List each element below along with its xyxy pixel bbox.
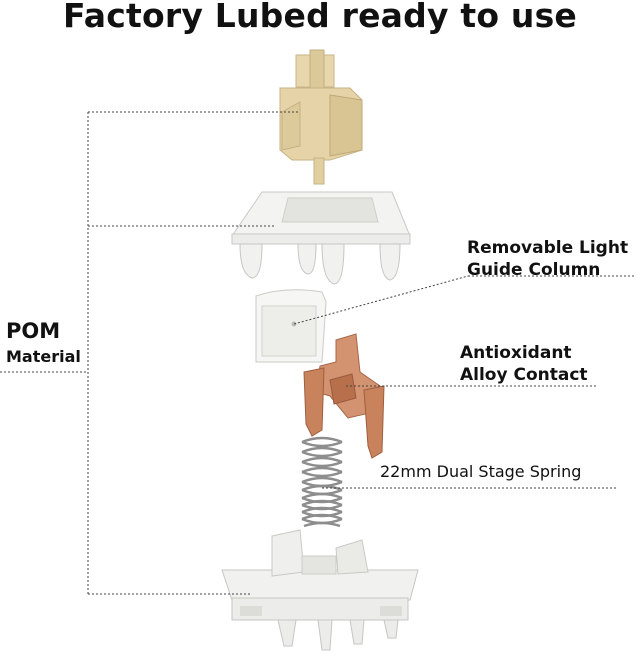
pom-material-label: POM Material xyxy=(6,318,81,370)
light-guide-label: Removable Light Guide Column xyxy=(467,237,628,281)
contact-label-line2: Alloy Contact xyxy=(460,365,588,385)
contact-label: Antioxidant Alloy Contact xyxy=(460,342,588,386)
leader-lines xyxy=(0,111,636,595)
light-guide-label-line1: Removable Light xyxy=(467,238,629,258)
light-guide-label-line2: Guide Column xyxy=(467,260,601,280)
pom-label-line2: Material xyxy=(6,347,81,366)
bottom-housing xyxy=(221,529,419,651)
page-title: Factory Lubed ready to use xyxy=(63,0,577,35)
light-guide-column xyxy=(255,289,327,363)
pom-label-line1: POM xyxy=(6,319,61,343)
contact-label-line1: Antioxidant xyxy=(460,343,572,363)
top-housing xyxy=(231,191,411,285)
dual-stage-spring xyxy=(301,436,343,528)
alloy-contact xyxy=(303,333,385,459)
spring-label: 22mm Dual Stage Spring xyxy=(380,462,582,481)
switch-stem xyxy=(279,49,363,185)
